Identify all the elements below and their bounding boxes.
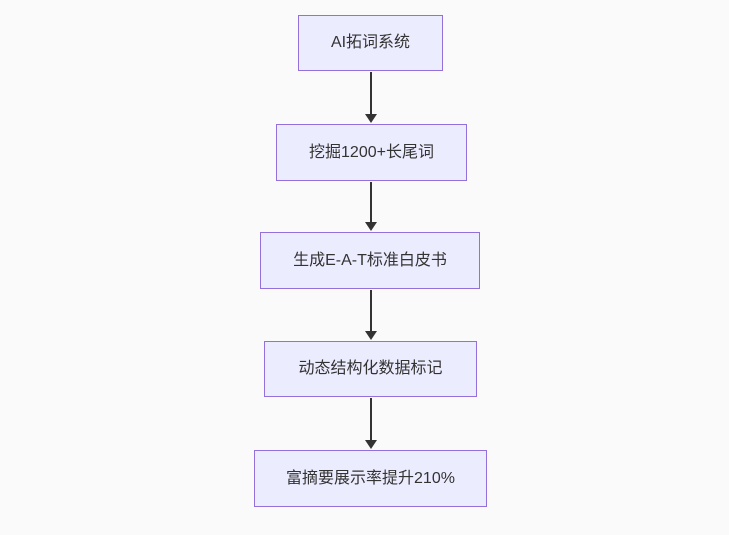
flow-node-ai-keyword-system: AI拓词系统 (298, 15, 443, 71)
flow-node-label: 富摘要展示率提升210% (286, 469, 455, 487)
flow-node-label: 生成E-A-T标准白皮书 (293, 251, 447, 269)
flow-node-mine-longtail-keywords: 挖掘1200+长尾词 (276, 124, 467, 181)
edge-arrowhead-d-e (365, 440, 377, 449)
flow-node-label: 挖掘1200+长尾词 (309, 143, 434, 161)
flow-node-label: AI拓词系统 (330, 34, 411, 51)
flow-node-dynamic-structured-data-markup: 动态结构化数据标记 (264, 341, 477, 397)
flow-node-generate-eat-whitepaper: 生成E-A-T标准白皮书 (260, 232, 480, 289)
edge-arrowhead-c-d (365, 331, 377, 340)
flow-node-label: 动态结构化数据标记 (298, 360, 443, 377)
edge-arrowhead-b-c (365, 222, 377, 231)
flow-node-rich-snippet-rate-increase: 富摘要展示率提升210% (254, 450, 487, 507)
edge-arrowhead-a-b (365, 114, 377, 123)
